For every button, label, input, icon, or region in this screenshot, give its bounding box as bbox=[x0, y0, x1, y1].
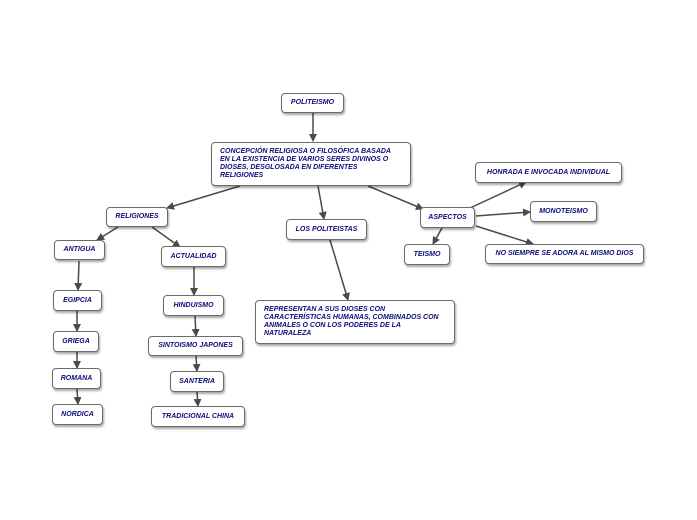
node-los-politeistas[interactable]: LOS POLITEISTAS bbox=[286, 219, 367, 240]
edge-aspectos-monoteismo bbox=[475, 208, 531, 217]
node-antigua[interactable]: ANTIGUA bbox=[54, 240, 105, 260]
node-tradicional-china[interactable]: TRADICIONAL CHINA bbox=[151, 406, 245, 427]
node-hinduismo[interactable]: HINDUISMO bbox=[163, 295, 224, 316]
edge-politeistas-representan bbox=[329, 239, 350, 301]
edge-concepcion-religiones bbox=[166, 185, 241, 210]
edge-religiones-antigua bbox=[96, 226, 119, 241]
node-griega[interactable]: GRIEGA bbox=[53, 331, 99, 352]
node-honrada[interactable]: HONRADA E INVOCADA INDIVIDUAL bbox=[475, 162, 622, 183]
edge-hinduismo-sintoismo bbox=[191, 315, 200, 337]
edge-antigua-egipcia bbox=[74, 260, 83, 291]
node-monoteismo[interactable]: MONOTEISMO bbox=[530, 201, 597, 222]
node-egipcia[interactable]: EGIPCIA bbox=[53, 290, 102, 311]
edge-religiones-actualidad bbox=[151, 226, 181, 248]
edge-sintoismo-santeria bbox=[192, 355, 201, 372]
node-aspectos[interactable]: ASPECTOS bbox=[420, 207, 475, 228]
edge-concepcion-aspectos bbox=[367, 185, 424, 210]
node-concepcion[interactable]: CONCEPCIÓN RELIGIOSA O FILOSÓFICA BASADA… bbox=[211, 142, 411, 186]
node-romana[interactable]: ROMANA bbox=[52, 368, 101, 389]
node-nordica[interactable]: NORDICA bbox=[52, 404, 103, 425]
node-sintoismo-japones[interactable]: SINTOISMO JAPONES bbox=[148, 336, 243, 356]
edge-santeria-tradicional bbox=[193, 391, 202, 407]
node-actualidad[interactable]: ACTUALIDAD bbox=[161, 246, 226, 267]
node-santeria[interactable]: SANTERIA bbox=[170, 371, 224, 392]
edge-aspectos-nosiempre bbox=[475, 225, 534, 246]
node-teismo[interactable]: TEISMO bbox=[404, 244, 450, 265]
edge-romana-nordica bbox=[73, 388, 82, 405]
node-no-siempre[interactable]: NO SIEMPRE SE ADORA AL MISMO DIOS bbox=[485, 244, 644, 264]
edge-aspectos-honrada bbox=[469, 181, 527, 209]
node-religiones[interactable]: RELIGIONES bbox=[106, 207, 168, 227]
node-representan[interactable]: REPRESENTAN A SUS DIOSES CON CARACTERÍST… bbox=[255, 300, 455, 344]
edge-aspectos-teismo bbox=[432, 227, 443, 245]
edge-concepcion-politeistas bbox=[317, 185, 327, 220]
node-politeismo[interactable]: POLITEISMO bbox=[281, 93, 344, 113]
